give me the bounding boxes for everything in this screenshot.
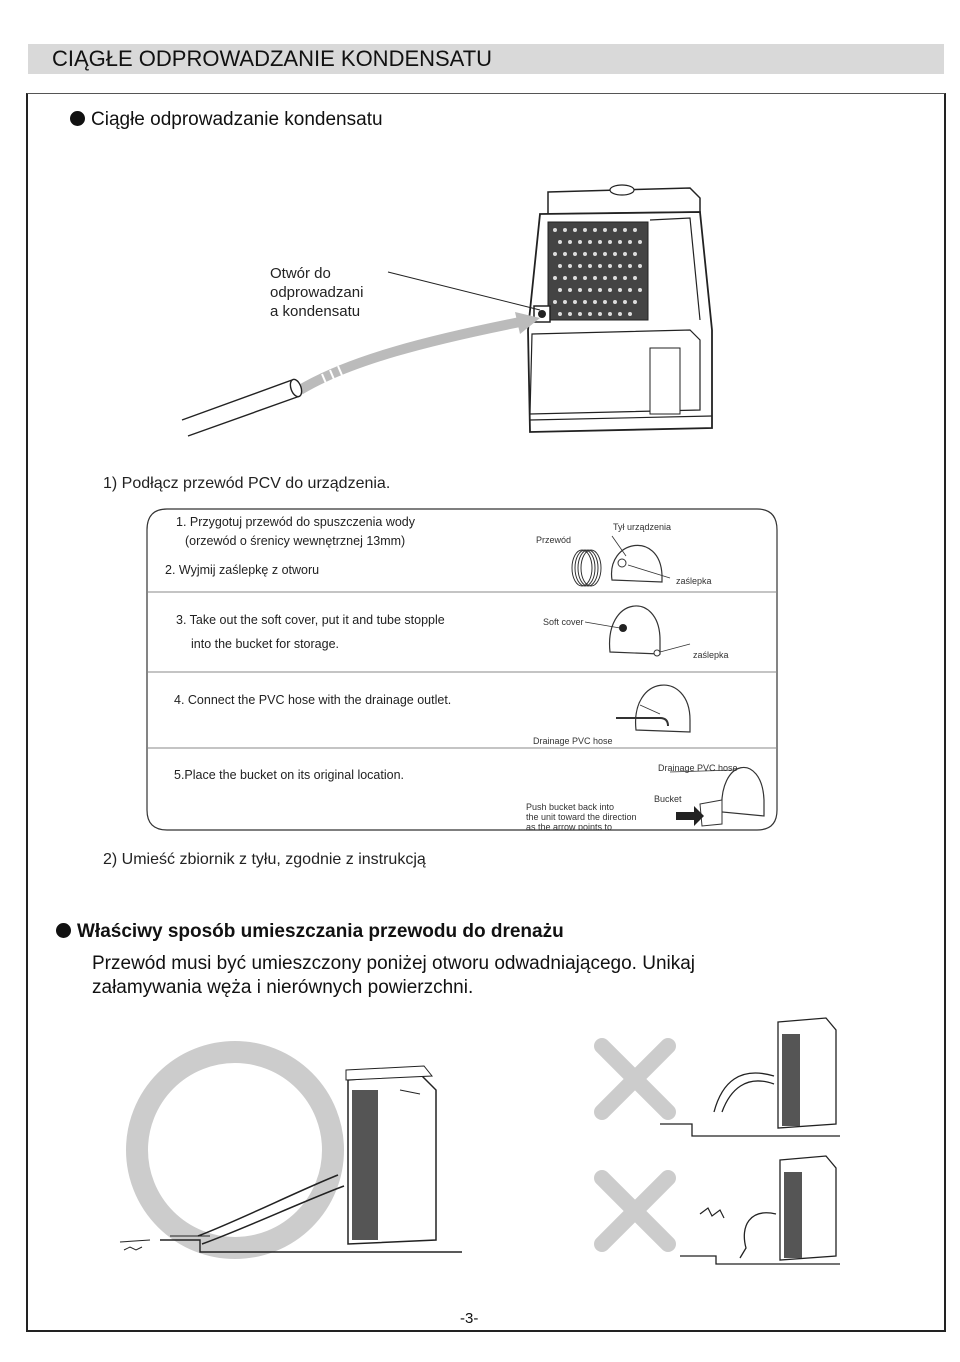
instr-step5: 5.Place the bucket on its original locat… [174, 767, 404, 783]
push-line: as the arrow points to [526, 822, 637, 830]
section1-heading-text: Ciągłe odprowadzanie kondensatu [91, 109, 383, 130]
instruction-illustrations [520, 515, 770, 833]
section2-heading-text: Właściwy sposób umieszczania przewodu do… [77, 921, 564, 942]
label-bucket: Bucket [654, 794, 682, 804]
callout-line: a kondensatu [270, 302, 363, 321]
page-number: -3- [460, 1310, 478, 1327]
instr-step1-line1: 1. Przygotuj przewód do spuszczenia wody [176, 514, 415, 530]
correct-placement-illustration [100, 1040, 470, 1270]
label-drain-hose-2: Drainage PVC hose [658, 763, 738, 773]
label-drain-hose-1: Drainage PVC hose [533, 736, 613, 746]
circle-ok-icon [137, 1052, 333, 1248]
instr-step1-line2: (orzewód o śrenicy wewnętrznej 13mm) [185, 533, 405, 549]
label-plug-1: zaślepka [676, 576, 712, 586]
label-plug-2: zaślepka [693, 650, 729, 660]
section2-desc-line1: Przewód musi być umieszczony poniżej otw… [92, 952, 695, 976]
push-line: Push bucket back into [526, 802, 637, 812]
dehumidifier-drain-illustration [170, 168, 730, 448]
bullet-icon [56, 923, 71, 938]
callout-line: Otwór do [270, 264, 363, 283]
cross-icon [602, 1046, 668, 1112]
section2-desc-line2: załamywania węża i nierównych powierzchn… [92, 976, 473, 1000]
instr-step4: 4. Connect the PVC hose with the drainag… [174, 692, 451, 708]
push-instruction: Push bucket back into the unit toward th… [526, 802, 637, 830]
coiled-hose-icon [572, 550, 601, 586]
label-soft-cover: Soft cover [543, 617, 584, 627]
instr-step3-line1: 3. Take out the soft cover, put it and t… [176, 612, 445, 628]
section1-heading: Ciągłe odprowadzanie kondensatu [70, 108, 383, 132]
cross-icon [602, 1178, 668, 1244]
step1-text: 1) Podłącz przewód PCV do urządzenia. [103, 474, 390, 493]
section2-heading: Właściwy sposób umieszczania przewodu do… [56, 920, 564, 944]
push-line: the unit toward the direction [526, 812, 637, 822]
page-title: CIĄGŁE ODPROWADZANIE KONDENSATU [52, 44, 492, 74]
callout-line: odprowadzani [270, 283, 363, 302]
drain-outlet-callout: Otwór do odprowadzani a kondensatu [270, 264, 363, 321]
wrong-placement-illustrations [585, 1010, 845, 1280]
step2-text: 2) Umieść zbiornik z tyłu, zgodnie z ins… [103, 850, 426, 869]
instr-step2: 2. Wyjmij zaślepkę z otworu [165, 562, 319, 578]
instr-step3-line2: into the bucket for storage. [191, 636, 339, 652]
label-hose: Przewód [536, 535, 571, 545]
label-back: Tył urządzenia [613, 522, 671, 532]
bullet-icon [70, 111, 85, 126]
